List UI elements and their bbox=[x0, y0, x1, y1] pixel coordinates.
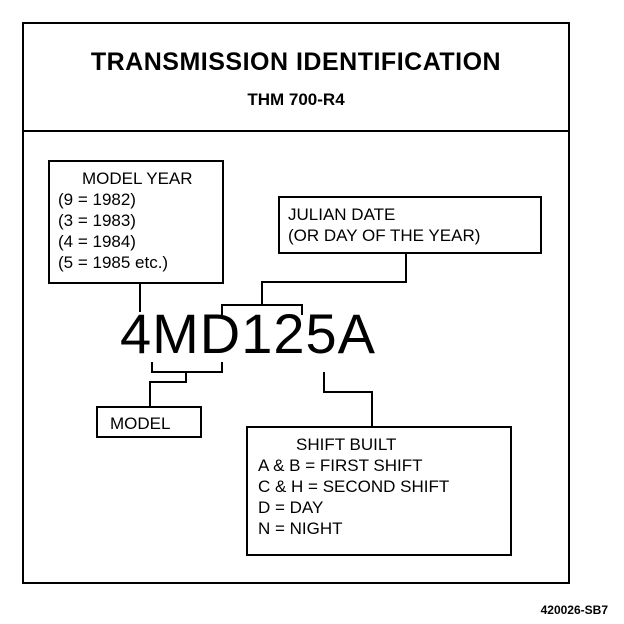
bracket-julian-date bbox=[221, 304, 303, 315]
page-subtitle: THM 700-R4 bbox=[247, 90, 345, 109]
page-title: TRANSMISSION IDENTIFICATION bbox=[90, 48, 502, 76]
julian-date-note: (OR DAY OF THE YEAR) bbox=[288, 226, 481, 245]
shift-built-entry: D = DAY bbox=[258, 498, 324, 517]
transmission-code: 4MD125A bbox=[120, 302, 377, 365]
model-year-box: MODEL YEAR (9 = 1982) (3 = 1983) (4 = 19… bbox=[48, 160, 224, 284]
shift-built-entry: A & B = FIRST SHIFT bbox=[258, 456, 423, 475]
header: TRANSMISSION IDENTIFICATION THM 700-R4 bbox=[24, 24, 568, 132]
model-year-entry: (5 = 1985 etc.) bbox=[58, 253, 169, 272]
shift-built-heading: SHIFT BUILT bbox=[296, 435, 397, 454]
reference-number: 420026-SB7 bbox=[540, 603, 608, 617]
diagram-frame: TRANSMISSION IDENTIFICATION THM 700-R4 bbox=[22, 22, 570, 584]
shift-built-entry: C & H = SECOND SHIFT bbox=[258, 477, 450, 496]
model-year-entry: (9 = 1982) bbox=[58, 190, 136, 209]
shift-built-entry: N = NIGHT bbox=[258, 519, 343, 538]
shift-built-box: SHIFT BUILT A & B = FIRST SHIFT C & H = … bbox=[246, 426, 512, 556]
model-label: MODEL bbox=[110, 414, 171, 433]
julian-date-box: JULIAN DATE (OR DAY OF THE YEAR) bbox=[278, 196, 542, 254]
model-year-heading: MODEL YEAR bbox=[82, 169, 193, 188]
model-year-entry: (3 = 1983) bbox=[58, 211, 136, 230]
model-box: MODEL bbox=[96, 406, 202, 438]
connector-julian-date bbox=[261, 252, 407, 305]
model-year-entry: (4 = 1984) bbox=[58, 232, 136, 251]
connector-model bbox=[149, 372, 187, 407]
connector-shift-built bbox=[323, 372, 373, 427]
julian-date-heading: JULIAN DATE bbox=[288, 205, 396, 224]
